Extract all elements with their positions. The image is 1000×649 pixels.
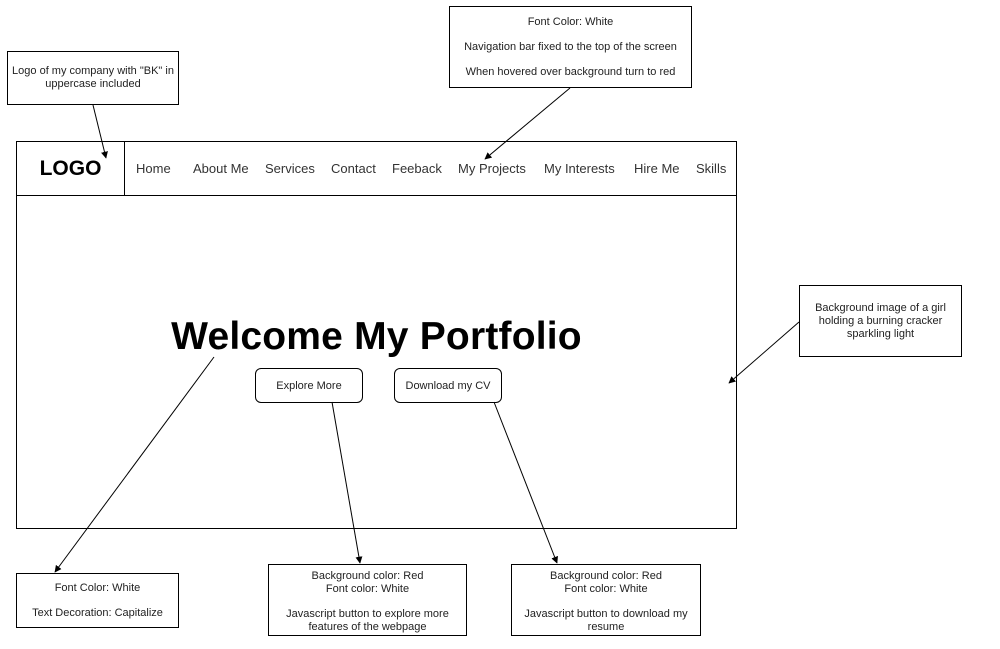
arrow-background: [728, 321, 800, 384]
note-navigation: Font Color: White Navigation bar fixed t…: [449, 6, 692, 88]
note-download-button: Background color: Red Font color: White …: [511, 564, 701, 636]
note-download-line-1: Background color: Red: [550, 570, 662, 582]
note-background: Background image of a girl holding a bur…: [799, 285, 962, 357]
nav-item-home[interactable]: Home: [136, 161, 171, 176]
note-logo: Logo of my company with "BK" in uppercas…: [7, 51, 179, 105]
nav-item-hire-me[interactable]: Hire Me: [634, 161, 680, 176]
nav-item-feedback[interactable]: Feeback: [392, 161, 442, 176]
note-logo-text: Logo of my company with "BK" in uppercas…: [12, 65, 174, 90]
note-hero-title: Font Color: White Text Decoration: Capit…: [16, 573, 179, 628]
logo[interactable]: LOGO: [17, 142, 125, 195]
nav-item-services[interactable]: Services: [265, 161, 315, 176]
note-title-line-1: Font Color: White: [54, 582, 141, 594]
nav-item-my-projects[interactable]: My Projects: [458, 161, 526, 176]
note-title-line-2: Text Decoration: Capitalize: [32, 607, 163, 619]
nav-item-skills[interactable]: Skills: [696, 161, 727, 176]
hero-title: Welcome My Portfolio: [171, 315, 582, 358]
note-explore-line-3: Javascript button to explore more featur…: [286, 608, 449, 633]
note-bg-text: Background image of a girl holding a bur…: [815, 302, 946, 340]
note-explore-button: Background color: Red Font color: White …: [268, 564, 467, 636]
note-explore-line-2: Font color: White: [325, 583, 410, 595]
note-nav-line-2: Navigation bar fixed to the top of the s…: [464, 41, 677, 53]
note-nav-line-1: Font Color: White: [527, 16, 614, 28]
note-download-line-2: Font color: White: [564, 583, 648, 595]
navigation-bar: LOGO Home About Me Services Contact Feeb…: [17, 142, 736, 196]
note-nav-line-3: When hovered over background turn to red: [465, 66, 676, 78]
nav-item-about-me[interactable]: About Me: [193, 161, 249, 176]
note-explore-line-1: Background color: Red: [311, 570, 424, 582]
page-mockup: LOGO Home About Me Services Contact Feeb…: [16, 141, 737, 529]
download-cv-button[interactable]: Download my CV: [394, 368, 502, 403]
nav-item-contact[interactable]: Contact: [331, 161, 376, 176]
explore-more-button[interactable]: Explore More: [255, 368, 363, 403]
nav-item-my-interests[interactable]: My Interests: [544, 161, 615, 176]
note-download-line-3: Javascript button to download my resume: [524, 608, 688, 633]
